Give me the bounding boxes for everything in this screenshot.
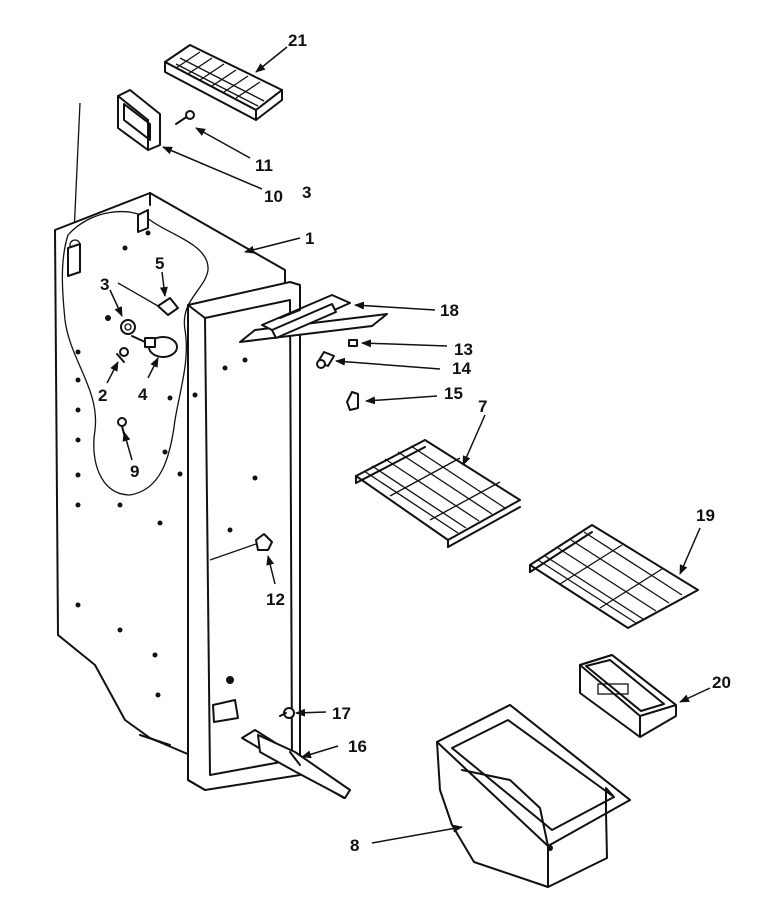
callout-19: 19 <box>696 506 715 525</box>
light-switch <box>117 282 179 316</box>
callout-13: 13 <box>454 340 473 359</box>
callout-16: 16 <box>348 737 367 756</box>
callout-9: 9 <box>130 462 139 481</box>
callout-1: 1 <box>305 229 314 248</box>
callout-4: 4 <box>138 385 148 404</box>
callout-15: 15 <box>444 384 463 403</box>
wire-shelf-upper <box>355 439 521 548</box>
light-shield <box>239 294 388 343</box>
ice-tray <box>164 44 283 121</box>
callout-17: 17 <box>332 704 351 723</box>
leader-lines <box>106 46 711 844</box>
callout-11: 11 <box>255 156 273 175</box>
freezer-liner <box>54 192 301 791</box>
callout-labels: 21 11 10 3 1 5 3 18 13 14 15 2 4 7 9 19 … <box>98 31 731 855</box>
door-bin <box>579 654 677 738</box>
socket-screw <box>116 347 129 363</box>
freezer-drawer <box>436 704 631 888</box>
ice-tray-bracket <box>117 89 161 151</box>
callout-10: 10 <box>264 187 283 206</box>
callout-18: 18 <box>440 301 459 320</box>
callout-14: 14 <box>452 359 471 378</box>
callout-8: 8 <box>350 836 359 855</box>
callout-20: 20 <box>712 673 731 692</box>
wire-clip <box>117 417 127 435</box>
toe-grille-bracket <box>241 729 351 799</box>
callout-2: 2 <box>98 386 107 405</box>
shield-clip <box>348 339 358 347</box>
callout-21: 21 <box>288 31 307 50</box>
light-socket <box>105 315 136 335</box>
callout-3: 3 <box>100 275 109 294</box>
shelf-support <box>346 391 359 411</box>
callout-7: 7 <box>478 397 487 416</box>
callout-5: 5 <box>155 254 164 273</box>
callout-3-upper: 3 <box>302 183 311 202</box>
cover-screw <box>279 707 295 719</box>
shield-retainer <box>316 351 335 369</box>
callout-12: 12 <box>266 590 285 609</box>
bracket-screw <box>175 110 195 125</box>
wire-shelf-lower <box>529 524 699 629</box>
shelf-stud <box>209 533 273 561</box>
light-bulb <box>131 335 178 358</box>
